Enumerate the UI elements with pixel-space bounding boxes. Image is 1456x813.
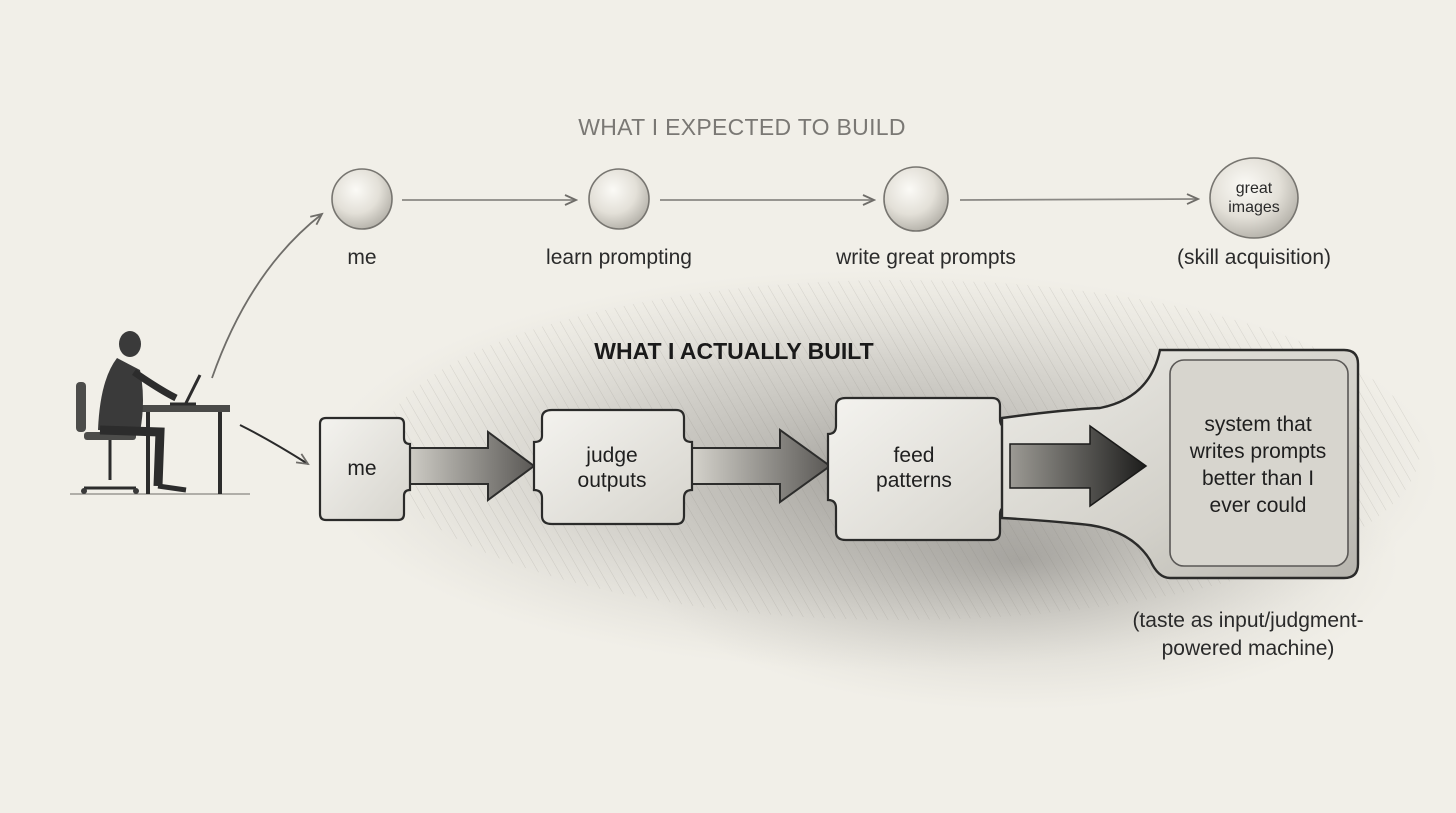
machine-group (1000, 348, 1360, 580)
big-arrow-icon (1009, 424, 1148, 508)
bottom-arrows (397, 428, 832, 504)
machine-inner (1169, 359, 1349, 567)
step-node-great-images (1209, 157, 1299, 239)
box-feed-patterns (826, 396, 1012, 542)
great-images-node-text: great images (1228, 180, 1280, 216)
box-me (318, 416, 412, 522)
step-label-learn-prompting: learn prompting (546, 246, 692, 269)
arrow-3-icon (959, 199, 1198, 200)
step-node-me (331, 168, 393, 230)
step-label-write-great-prompts: write great prompts (836, 246, 1016, 269)
step-label-me: me (347, 246, 377, 269)
expected-heading: WHAT I EXPECTED TO BUILD (578, 114, 906, 140)
step-node-write (883, 166, 949, 232)
box-feed-patterns-label: feed patterns (876, 444, 952, 492)
box-me-label: me (347, 457, 377, 480)
box-judge-outputs (532, 408, 694, 526)
actual-heading: WHAT I ACTUALLY BUILT (594, 338, 874, 364)
connector-to-bottom-icon (239, 424, 308, 464)
bottom-boxes (318, 396, 1012, 542)
connector-to-top-icon (211, 214, 322, 379)
machine-caption: (taste as input/judgment- powered machin… (1132, 609, 1364, 660)
machine-label: system that writes prompts better than I… (1189, 413, 1327, 517)
top-flow (331, 157, 1299, 239)
box-judge-outputs-label: judge outputs (577, 444, 647, 492)
step-node-learn (588, 168, 650, 230)
thick-arrow-1-icon (397, 430, 536, 502)
thick-arrow-2-icon (687, 428, 832, 504)
step-label-skill-acquisition: (skill acquisition) (1176, 246, 1332, 269)
person-at-desk-icon (70, 331, 250, 495)
